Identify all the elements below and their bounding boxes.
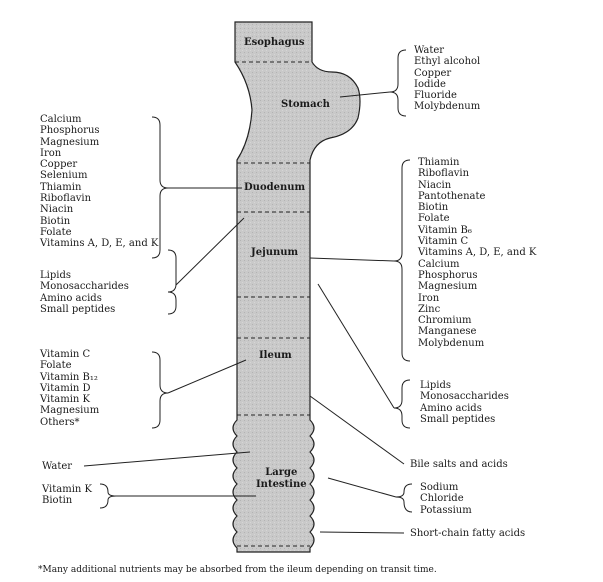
list-item: Vitamin B₁₂ — [40, 371, 98, 383]
list-item: Iron — [40, 147, 62, 159]
large-intestine-label-line2: Intestine — [256, 479, 307, 490]
list-item: Niacin — [418, 179, 452, 191]
list-item: Folate — [40, 360, 72, 372]
segment-dividers — [235, 61, 312, 547]
list-item: Magnesium — [40, 405, 100, 417]
duodenum-label: Duodenum — [244, 182, 306, 193]
list-item: Lipids — [420, 380, 451, 391]
list-item: Lipids — [40, 270, 71, 281]
large-intestine-label: Large Intestine — [256, 467, 307, 491]
list-item: Riboflavin — [40, 193, 92, 205]
esophagus-label: Esophagus — [244, 37, 305, 48]
list-item: Phosphorus — [418, 269, 478, 281]
list-item: Ethyl alcohol — [414, 56, 481, 68]
list-item: Chloride — [420, 493, 464, 505]
large-intestine-label-line1: Large — [265, 467, 298, 478]
list-item: Water — [414, 45, 445, 56]
list-item: Magnesium — [40, 136, 100, 148]
list-item: Vitamin C — [418, 236, 469, 248]
bile-salts-label: Bile salts and acids — [410, 459, 508, 470]
list-item: Sodium — [420, 482, 459, 493]
list-item: Iron — [418, 292, 440, 304]
short-chain-fatty-acids-label: Short-chain fatty acids — [410, 528, 526, 539]
list-item: Calcium — [40, 114, 82, 125]
ileum-label: Ileum — [259, 350, 292, 361]
list-item: Vitamin D — [40, 382, 91, 394]
list-item: Monosaccharides — [40, 281, 129, 293]
list-item: Amino acids — [420, 402, 482, 414]
footnote: *Many additional nutrients may be absorb… — [38, 565, 437, 575]
list-item: Manganese — [418, 326, 477, 338]
list-item: Phosphorus — [40, 125, 100, 137]
large-intestine-vitamins-list: Vitamin K Biotin — [42, 484, 92, 507]
list-item: Small peptides — [40, 303, 116, 315]
list-item: Zinc — [418, 303, 441, 315]
list-item: Monosaccharides — [420, 391, 509, 403]
list-item: Vitamins A, D, E, and K — [418, 247, 537, 259]
list-item: Vitamin B₆ — [418, 224, 472, 236]
list-item: Copper — [414, 67, 452, 79]
jejunum-label: Jejunum — [251, 247, 299, 258]
duodenum-macronutrients-list: Lipids Monosaccharides Amino acids Small… — [40, 270, 129, 315]
list-item: Fluoride — [414, 90, 457, 102]
list-item: Vitamin K — [40, 394, 90, 406]
list-item: Biotin — [418, 202, 449, 214]
digestive-tract-tube — [232, 21, 361, 553]
list-item: Chromium — [418, 315, 472, 327]
list-item: Thiamin — [40, 181, 82, 193]
list-item: Amino acids — [40, 292, 102, 304]
list-item: Selenium — [40, 170, 88, 182]
list-item: Small peptides — [420, 413, 496, 425]
list-item: Molybdenum — [418, 337, 485, 349]
duodenum-micronutrients-list: Calcium Phosphorus Magnesium Iron Copper… — [40, 114, 158, 250]
ileum-absorbs-list: Vitamin C Folate Vitamin B₁₂ Vitamin D V… — [40, 349, 99, 428]
list-item: Others* — [40, 416, 80, 428]
list-item: Vitamin K — [42, 484, 92, 495]
stomach-absorbs-list: Water Ethyl alcohol Copper Iodide Fluori… — [414, 45, 480, 113]
pointer-lines — [83, 91, 405, 534]
list-item: Vitamin C — [40, 349, 91, 360]
large-intestine-minerals-list: Sodium Chloride Potassium — [420, 482, 472, 516]
list-item: Pantothenate — [418, 190, 486, 202]
list-item: Calcium — [418, 258, 460, 270]
list-item: Riboflavin — [418, 168, 470, 180]
jejunum-macronutrients-list: Lipids Monosaccharides Amino acids Small… — [420, 380, 509, 425]
list-item: Folate — [418, 213, 450, 225]
list-item: Magnesium — [418, 281, 478, 293]
list-item: Niacin — [40, 204, 74, 216]
list-item: Vitamins A, D, E, and K — [40, 238, 159, 250]
list-item: Molybdenum — [414, 101, 481, 113]
list-item: Copper — [40, 159, 78, 171]
list-item: Potassium — [420, 504, 472, 516]
list-item: Iodide — [414, 78, 446, 90]
list-item: Biotin — [42, 495, 73, 507]
list-item: Thiamin — [418, 157, 460, 168]
stomach-label: Stomach — [281, 99, 330, 110]
jejunum-micronutrients-list: Thiamin Riboflavin Niacin Pantothenate B… — [418, 157, 536, 349]
list-item: Biotin — [40, 215, 71, 227]
list-item: Folate — [40, 226, 72, 238]
large-intestine-water-label: Water — [42, 461, 73, 472]
